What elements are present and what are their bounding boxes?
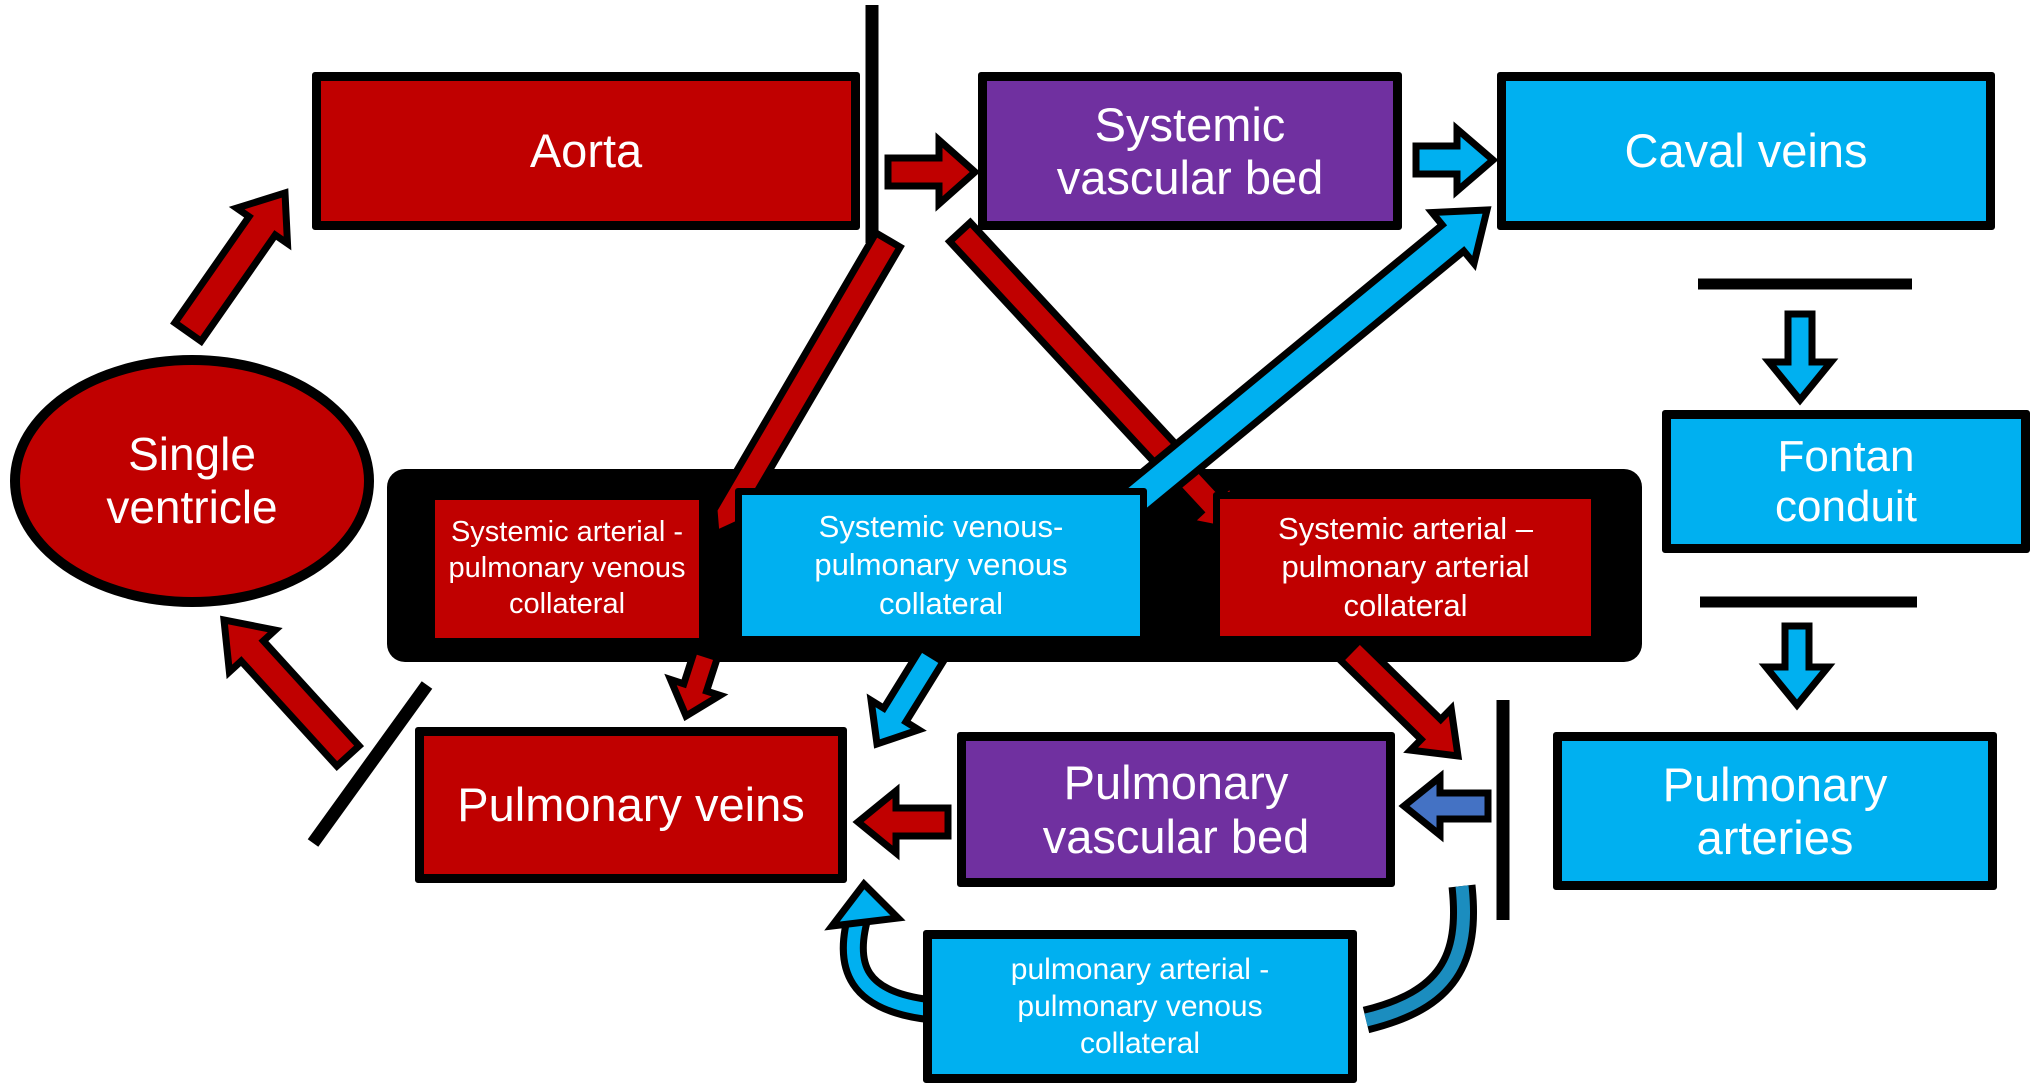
sa-pa-collateral-line3: collateral xyxy=(1343,587,1468,623)
sa-pa-collateral-line2: pulmonary arterial xyxy=(1281,549,1530,585)
node-systemic-venous-pulmonary-venous-collateral: Systemic venous- pulmonary venous collat… xyxy=(735,488,1147,643)
pa-pv-collateral-line1: pulmonary arterial - xyxy=(1010,952,1270,986)
pulmonary-arteries-label-line2: arteries xyxy=(1696,811,1854,864)
aorta-label: Aorta xyxy=(529,124,643,178)
pulmonary-vascular-bed-label-line2: vascular bed xyxy=(1042,809,1310,863)
caval-veins-label: Caval veins xyxy=(1624,124,1868,178)
fontan-conduit-label-line1: Fontan xyxy=(1777,431,1915,481)
pulmonary-arteries-label-line1: Pulmonary xyxy=(1662,757,1888,811)
systemic-vascular-bed-label-line1: Systemic xyxy=(1094,97,1286,151)
node-pulmonary-arterial-pulmonary-venous-collateral: pulmonary arterial - pulmonary venous co… xyxy=(923,930,1357,1083)
pa-pv-collateral-line3: collateral xyxy=(1079,1027,1201,1061)
node-systemic-vascular-bed: Systemic vascular bed xyxy=(978,72,1402,230)
node-caval-veins: Caval veins xyxy=(1497,72,1995,230)
pa-pv-collateral-to-pulmonary-veins-curve-outline xyxy=(839,906,934,1024)
node-aorta: Aorta xyxy=(312,72,860,230)
sa-pa-collateral-line1: Systemic arterial – xyxy=(1278,510,1533,546)
sa-pv-collateral-line1: Systemic arterial - xyxy=(450,516,684,549)
single-ventricle-to-aorta-arrow xyxy=(170,188,292,347)
pulmonary-arteries-to-pa-pv-collateral-curve-outline xyxy=(1362,884,1478,1034)
single-ventricle-label-line2: ventricle xyxy=(106,481,278,533)
caval-veins-to-fontan-conduit-arrow xyxy=(1761,310,1839,406)
sv-pv-collateral-line1: Systemic venous- xyxy=(818,508,1064,544)
sa-pv-collateral-line2: pulmonary venous xyxy=(448,552,686,585)
sv-pv-collateral-to-pulmonary-veins-arrow xyxy=(866,643,948,749)
systemic-vascular-bed-label-line2: vascular bed xyxy=(1056,151,1324,204)
pulmonary-vascular-bed-to-pulmonary-veins-arrow xyxy=(852,783,952,861)
single-ventricle-label-line1: Single xyxy=(128,428,256,481)
fontan-conduit-to-pulmonary-arteries-arrow xyxy=(1758,622,1836,711)
barrier-line-pv-ventricle xyxy=(307,681,433,847)
node-single-ventricle: Single ventricle xyxy=(10,355,374,607)
pulmonary-veins-to-single-ventricle-arrow xyxy=(220,615,365,772)
pulmonary-arteries-to-pa-pv-collateral-curve xyxy=(1364,885,1471,1027)
systemic-vascular-bed-to-caval-veins-arrow xyxy=(1412,121,1499,199)
pulmonary-vascular-bed-label-line1: Pulmonary xyxy=(1063,756,1289,810)
node-systemic-arterial-pulmonary-arterial-collateral: Systemic arterial – pulmonary arterial c… xyxy=(1213,492,1598,643)
node-pulmonary-vascular-bed: Pulmonary vascular bed xyxy=(957,732,1395,887)
node-fontan-conduit: Fontan conduit xyxy=(1662,410,2030,553)
pa-pv-collateral-line2: pulmonary venous xyxy=(1017,989,1263,1023)
pulmonary-veins-label: Pulmonary veins xyxy=(457,778,805,832)
sv-pv-collateral-line3: collateral xyxy=(878,585,1004,621)
pa-pv-collateral-to-pulmonary-veins-curve xyxy=(846,908,933,1017)
sv-pv-collateral-line2: pulmonary venous xyxy=(814,547,1068,583)
node-pulmonary-arteries: Pulmonary arteries xyxy=(1553,732,1997,890)
aorta-to-systemic-vascular-bed-arrow xyxy=(884,132,981,212)
pulmonary-arteries-to-pulmonary-vascular-bed-arrow xyxy=(1398,769,1492,843)
pa-pv-collateral-to-pulmonary-veins-arrowhead xyxy=(824,878,906,931)
sa-pv-collateral-line3: collateral xyxy=(508,587,626,620)
fontan-conduit-label-line2: conduit xyxy=(1775,481,1917,531)
node-systemic-arterial-pulmonary-venous-collateral: Systemic arterial - pulmonary venous col… xyxy=(428,493,706,645)
node-pulmonary-veins: Pulmonary veins xyxy=(415,727,847,883)
